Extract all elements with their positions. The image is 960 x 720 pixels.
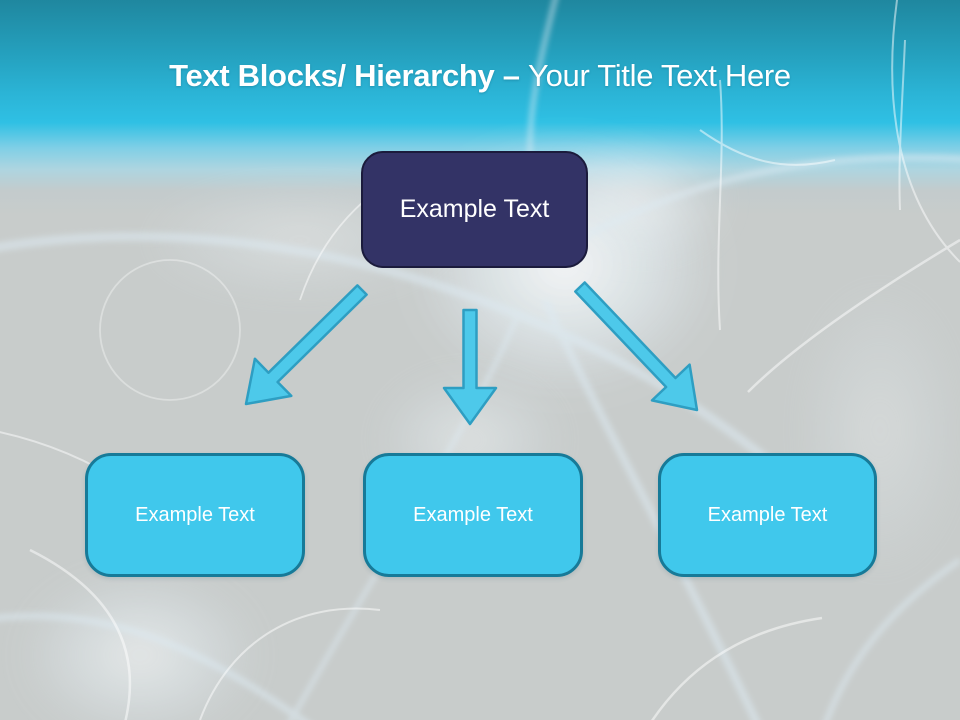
slide-title-bold: Text Blocks/ Hierarchy – xyxy=(169,58,529,93)
arrow-down-icon xyxy=(442,308,498,426)
root-text-block[interactable]: Example Text xyxy=(361,151,588,268)
child-text-block-3-label: Example Text xyxy=(707,503,828,526)
child-text-block-1-label: Example Text xyxy=(135,503,255,526)
child-text-block-2[interactable]: Example Text xyxy=(363,453,583,577)
child-text-block-3[interactable]: Example Text xyxy=(658,453,877,577)
arrow-down-left-icon xyxy=(244,284,368,406)
child-text-block-1[interactable]: Example Text xyxy=(85,453,305,577)
root-text-block-label: Example Text xyxy=(399,195,550,223)
arrow-down-right-icon xyxy=(574,281,699,412)
slide-title-regular: Your Title Text Here xyxy=(528,58,791,93)
child-text-block-2-label: Example Text xyxy=(413,503,533,526)
slide-title[interactable]: Text Blocks/ Hierarchy – Your Title Text… xyxy=(0,53,960,99)
